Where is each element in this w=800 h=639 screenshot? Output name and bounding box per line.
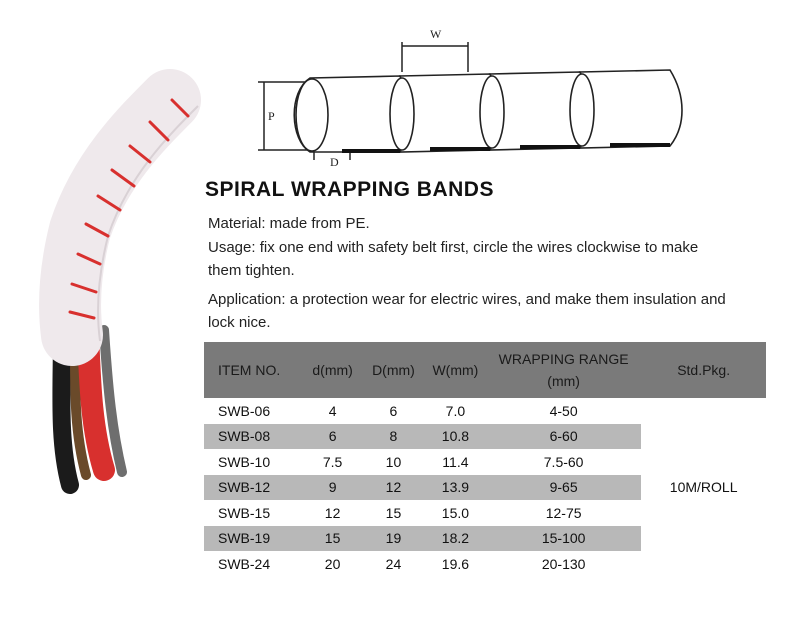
cell-D: 12 (362, 474, 425, 500)
cell-range: 7.5-60 (543, 453, 584, 470)
spiral-coils (293, 69, 683, 153)
cell-D: 6 (389, 402, 398, 419)
usage-text: Usage: fix one end with safety belt firs… (208, 239, 699, 279)
table-row: SWB-15 12 15 15.0 12-75 (204, 500, 766, 526)
cell-w: 15.0 (441, 504, 470, 521)
cell-w: 18.2 (424, 525, 486, 551)
spiral-band-diagram: W P D (258, 27, 683, 169)
cell-D: 8 (362, 423, 425, 449)
header-range-unit: (mm) (547, 373, 580, 389)
cell-item: SWB-06 (218, 402, 271, 419)
cell-item: SWB-12 (204, 474, 304, 500)
material-text: Material: made from PE. (208, 215, 370, 232)
header-d-large: D(mm) (362, 342, 425, 398)
p-label: P (268, 109, 275, 123)
cell-w: 11.4 (442, 453, 469, 470)
header-item-no: ITEM NO. (204, 342, 304, 398)
header-wrapping-range: WRAPPING RANGE (mm) (485, 342, 642, 398)
cell-w: 19.6 (441, 555, 470, 572)
grey-wire (99, 325, 127, 477)
cell-range: 20-130 (541, 555, 586, 572)
header-std-pkg: Std.Pkg. (641, 342, 766, 398)
cell-item: SWB-24 (218, 555, 271, 572)
cell-d: 6 (303, 423, 363, 449)
table-row: SWB-12 9 12 13.9 9-65 (204, 474, 766, 500)
cell-w: 7.0 (445, 402, 466, 419)
cell-item: SWB-19 (204, 525, 304, 551)
header-w: W(mm) (424, 342, 486, 398)
table-row: SWB-24 20 24 19.6 20-130 (204, 551, 766, 577)
header-range-label: WRAPPING RANGE (498, 351, 629, 367)
table-row: SWB-19 15 19 18.2 15-100 (204, 525, 766, 551)
cell-item: SWB-15 (218, 504, 271, 521)
cell-w: 10.8 (424, 423, 486, 449)
table-row: SWB-06 4 6 7.0 4-50 10M/ROLL (204, 398, 766, 577)
cell-range: 4-50 (549, 402, 578, 419)
spiral-gaps (68, 98, 190, 320)
product-photo (39, 69, 201, 494)
cell-range: 9-65 (485, 474, 642, 500)
cell-d: 12 (324, 504, 341, 521)
cell-D: 24 (385, 555, 402, 572)
cell-d: 15 (303, 525, 363, 551)
cell-d: 7.5 (322, 453, 343, 470)
cell-w: 13.9 (424, 474, 486, 500)
spiral-band (39, 69, 201, 366)
cell-range: 12-75 (545, 504, 582, 521)
table-row: SWB-08 6 8 10.8 6-60 (204, 423, 766, 449)
table-row: SWB-10 7.5 10 11.4 7.5-60 (204, 449, 766, 475)
application-text: Application: a protection wear for elect… (208, 291, 726, 331)
d-label: D (330, 155, 339, 169)
page-title: SPIRAL WRAPPING BANDS (205, 178, 494, 201)
spec-table: ITEM NO. d(mm) D(mm) W(mm) WRAPPING RANG… (204, 342, 766, 577)
cell-range: 15-100 (485, 525, 642, 551)
header-d-small: d(mm) (303, 342, 363, 398)
cell-range: 6-60 (485, 423, 642, 449)
table-header-row: ITEM NO. d(mm) D(mm) W(mm) WRAPPING RANG… (204, 342, 766, 398)
cell-D: 10 (385, 453, 402, 470)
w-label: W (430, 27, 442, 41)
cell-D: 19 (362, 525, 425, 551)
cell-d: 4 (328, 402, 337, 419)
cell-d: 20 (324, 555, 341, 572)
cell-item: SWB-08 (204, 423, 304, 449)
cell-D: 15 (385, 504, 402, 521)
cell-item: SWB-10 (218, 453, 271, 470)
cell-std-pkg: 10M/ROLL (641, 398, 766, 577)
cell-d: 9 (303, 474, 363, 500)
